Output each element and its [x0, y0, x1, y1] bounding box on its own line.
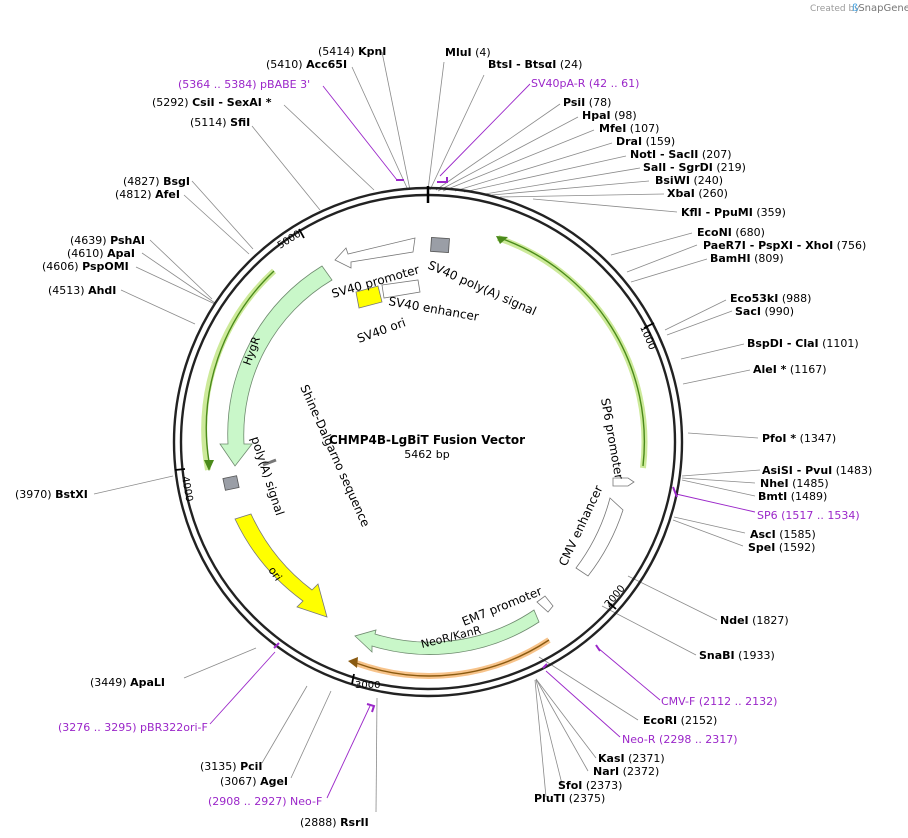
primer-pbabe3: (5364 .. 5384) pBABE 3'	[178, 78, 310, 91]
primer-neof: (2908 .. 2927) Neo-F	[208, 795, 322, 808]
site-acc65i: (5410) Acc65I	[266, 58, 347, 71]
primer-pbr322orif: (3276 .. 3295) pBR322ori-F	[58, 721, 208, 734]
snapgene-brand: ßSnapGene	[852, 3, 908, 14]
label-shine-dalgarno: Shine-Dalgarno sequence	[297, 383, 372, 529]
site-nari: NarI (2372)	[593, 765, 659, 778]
site-snabi: SnaBI (1933)	[699, 649, 775, 662]
green-arc-right	[499, 237, 646, 467]
site-eco53ki: Eco53kI (988)	[730, 292, 811, 305]
site-sali: SalI - SgrDI (219)	[643, 161, 746, 174]
orange-arc	[355, 639, 550, 677]
site-bsiwi: BsiWI (240)	[655, 174, 723, 187]
site-sfii: (5114) SfiI	[190, 116, 250, 129]
tick-4000: 4000	[179, 476, 194, 503]
site-bamhi: BamHI (809)	[710, 252, 784, 265]
primer-neor: Neo-R (2298 .. 2317)	[622, 733, 738, 746]
restriction-sites: MluI (4)BtsI - BtsαI (24) PsiI (78)HpaI (…	[15, 45, 872, 829]
site-bsgi: (4827) BsgI	[123, 175, 190, 188]
site-apali: (3449) ApaLI	[90, 676, 165, 689]
tick-5000: 5000	[276, 229, 303, 252]
primer-sv40par: SV40pA-R (42 .. 61)	[531, 77, 639, 90]
site-psii: PsiI (78)	[563, 96, 611, 109]
ori-arrow	[234, 513, 328, 618]
site-mfei: MfeI (107)	[599, 122, 659, 135]
em7-promoter-arrow	[536, 595, 554, 613]
site-drai: DraI (159)	[616, 135, 675, 148]
site-noti: NotI - SacII (207)	[630, 148, 732, 161]
site-csii: (5292) CsiI - SexAI *	[152, 96, 272, 109]
site-pluti: PluTI (2375)	[534, 792, 605, 805]
primer-markers	[273, 177, 678, 713]
site-bmti: BmtI (1489)	[758, 490, 827, 503]
site-ecori: EcoRI (2152)	[643, 714, 717, 727]
site-sfoi: SfoI (2373)	[558, 779, 622, 792]
tick-2000: 2000	[603, 583, 628, 610]
site-btsi: BtsI - BtsαI (24)	[488, 58, 582, 71]
neor-kanr-arrow	[354, 609, 540, 655]
site-pcii: (3135) PciI	[200, 760, 263, 773]
site-rsrii: (2888) RsrII	[300, 816, 369, 829]
sv40-promoter-arrow	[334, 237, 416, 269]
primer-sp6: SP6 (1517 .. 1534)	[757, 509, 860, 522]
polya-box	[222, 475, 240, 491]
site-asci: AscI (1585)	[750, 528, 816, 541]
site-kpni: (5414) KpnI	[318, 45, 386, 58]
plasmid-name: CHMP4B-LgBiT Fusion Vector	[329, 433, 525, 447]
sv40-ori-box	[355, 285, 383, 309]
site-mlui: MluI (4)	[445, 46, 491, 59]
cmv-enhancer-box	[575, 497, 624, 577]
green-arc-left-head	[204, 460, 214, 471]
site-kasi: KasI (2371)	[598, 752, 665, 765]
site-bspdi: BspDI - ClaI (1101)	[747, 337, 859, 350]
site-asisi: AsiSI - PvuI (1483)	[762, 464, 872, 477]
site-bstxi: (3970) BstXI	[15, 488, 88, 501]
sv40-enhancer-box	[381, 279, 421, 299]
sp6-promoter-arrow	[612, 477, 635, 487]
label-sv40-ori: SV40 ori	[355, 315, 407, 345]
site-agei: (3067) AgeI	[220, 775, 288, 788]
site-ndei: NdeI (1827)	[720, 614, 789, 627]
label-polya-signal: poly(A) signal	[248, 435, 287, 518]
site-ahdi: (4513) AhdI	[48, 284, 116, 297]
site-nhei: NheI (1485)	[760, 477, 829, 490]
plasmid-length: 5462 bp	[404, 448, 449, 461]
site-hpai: HpaI (98)	[582, 109, 637, 122]
green-arc-right-head	[496, 236, 508, 244]
leader-lines	[93, 51, 761, 813]
sv40-polya-box	[430, 236, 450, 254]
site-apai: (4610) ApaI	[67, 247, 135, 260]
shine-dalgarno-mark	[262, 458, 277, 467]
primer-cmvf: CMV-F (2112 .. 2132)	[661, 695, 777, 708]
site-pfoi: PfoI * (1347)	[762, 432, 836, 445]
site-spei: SpeI (1592)	[748, 541, 815, 554]
primer-labels: SV40pA-R (42 .. 61) SP6 (1517 .. 1534) CMV…	[58, 77, 860, 808]
label-sp6-promoter: SP6 promoter	[598, 397, 626, 480]
primer-leader-lines	[209, 83, 756, 799]
green-arc-left	[205, 270, 275, 463]
tick-3000: 3000	[355, 680, 380, 691]
site-pshai: (4639) PshAI	[70, 234, 145, 247]
site-saci: SacI (990)	[735, 305, 794, 318]
site-afei: (4812) AfeI	[115, 188, 180, 201]
hygr-arrow	[219, 265, 333, 467]
site-xbai: XbaI (260)	[667, 187, 728, 200]
site-kfli: KflI - PpuMI (359)	[681, 206, 786, 219]
site-pspomi: (4606) PspOMI	[42, 260, 129, 273]
snapgene-logo-icon: ß	[852, 3, 858, 14]
site-alei: AleI * (1167)	[753, 363, 827, 376]
created-by-text: Created by	[810, 4, 860, 14]
ruler-ticks	[174, 228, 655, 685]
site-econi: EcoNI (680)	[697, 226, 765, 239]
site-paer7i: PaeR7I - PspXI - XhoI (756)	[703, 239, 866, 252]
orange-arc-head	[348, 657, 358, 668]
